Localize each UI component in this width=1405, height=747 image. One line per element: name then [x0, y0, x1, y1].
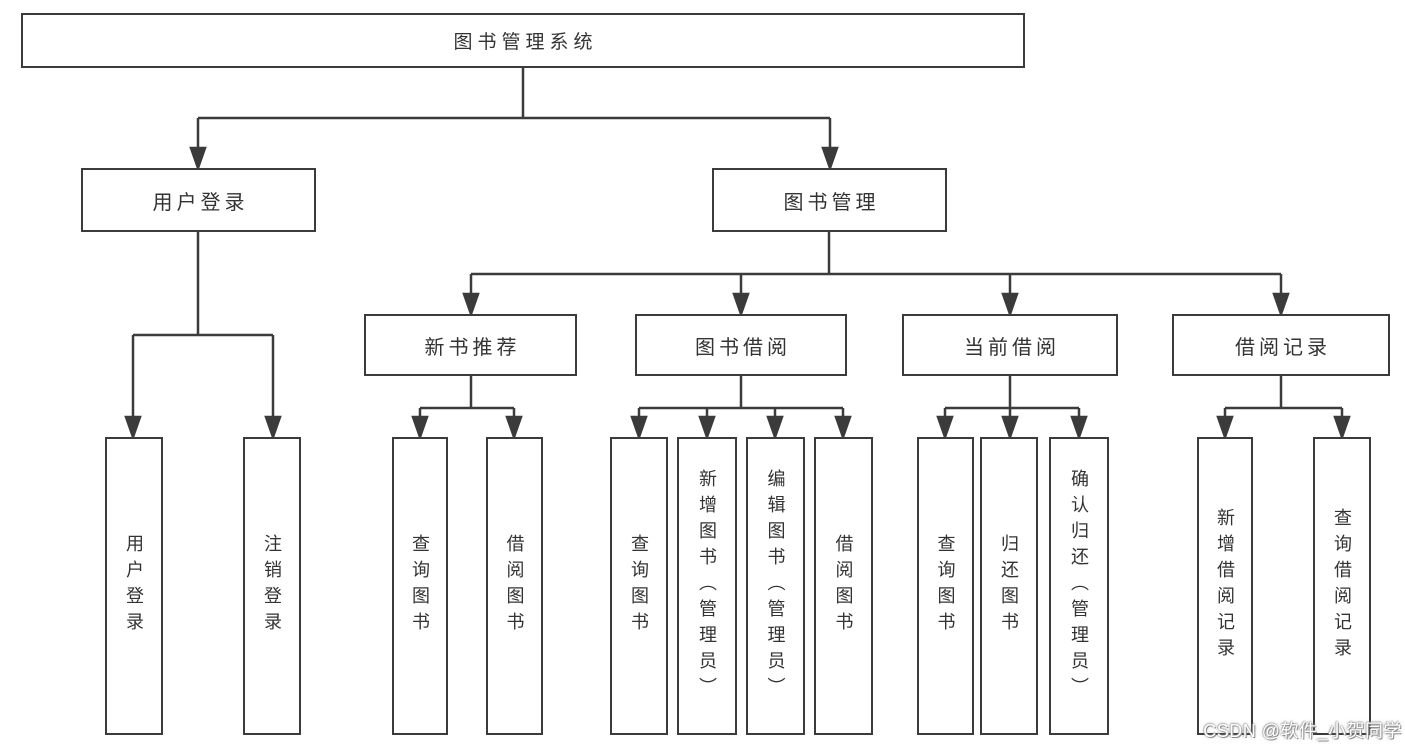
node-label: 图书管理系统: [453, 32, 598, 53]
node-label: 新书推荐: [424, 336, 521, 359]
leaf-add-borrow-record: 新增借阅记录: [1197, 437, 1253, 735]
leaf-label: 归还图书: [999, 534, 1019, 638]
node-current-borrowing: 当前借阅: [902, 314, 1118, 376]
node-user-login: 用户登录: [81, 168, 316, 232]
leaf-label: 查询图书: [629, 534, 649, 638]
leaf-label: 查询借阅记录: [1332, 508, 1352, 664]
leaf-borrow-books-recommend: 借阅图书: [486, 437, 543, 735]
leaf-label: 查询图书: [410, 534, 430, 638]
leaf-edit-books-admin: 编辑图书（管理员）: [746, 437, 805, 735]
connector-borrowing-records: [1216, 376, 1351, 441]
leaf-label: 确认归还（管理员）: [1069, 469, 1089, 703]
node-library-management-system: 图书管理系统: [21, 13, 1025, 68]
leaf-label: 借阅图书: [833, 534, 854, 638]
leaf-label: 用户登录: [124, 534, 144, 638]
leaf-query-books-recommend: 查询图书: [392, 437, 448, 735]
connector-book-management: [462, 232, 1290, 318]
node-label: 图书借阅: [695, 336, 791, 359]
node-new-book-recommendation: 新书推荐: [364, 314, 577, 376]
leaf-label: 借阅图书: [504, 534, 525, 638]
leaf-label: 新增借阅记录: [1215, 508, 1235, 664]
node-label: 借阅记录: [1235, 336, 1331, 359]
connector-new-book-recommendation: [411, 376, 523, 441]
node-borrowing-records: 借阅记录: [1172, 314, 1390, 376]
leaf-label: 注销登录: [262, 534, 282, 638]
leaf-confirm-return-admin: 确认归还（管理员）: [1049, 437, 1109, 735]
leaf-query-books-borrow: 查询图书: [610, 437, 668, 735]
node-label: 当前借阅: [964, 336, 1060, 359]
leaf-label: 查询图书: [935, 534, 956, 638]
leaf-borrow-books: 借阅图书: [814, 437, 873, 735]
leaf-label: 编辑图书（管理员）: [765, 469, 786, 703]
node-label: 图书管理: [783, 191, 880, 214]
leaf-return-books: 归还图书: [980, 437, 1038, 735]
node-label: 用户登录: [152, 191, 249, 214]
connector-current-borrowing: [936, 376, 1088, 441]
node-book-management: 图书管理: [712, 168, 947, 232]
csdn-watermark: CSDN @软件_小贺同学: [1203, 721, 1402, 741]
leaf-user-login: 用户登录: [105, 437, 163, 735]
leaf-query-books-current: 查询图书: [917, 437, 974, 735]
node-book-borrowing: 图书借阅: [635, 314, 847, 376]
leaf-label: 新增图书（管理员）: [697, 469, 717, 703]
connector-user-login: [124, 232, 282, 441]
leaf-logout: 注销登录: [243, 437, 301, 735]
leaf-add-books-admin: 新增图书（管理员）: [677, 437, 737, 735]
connector-root: [189, 68, 839, 172]
leaf-query-borrow-record: 查询借阅记录: [1313, 437, 1371, 735]
connector-book-borrowing: [630, 376, 852, 441]
